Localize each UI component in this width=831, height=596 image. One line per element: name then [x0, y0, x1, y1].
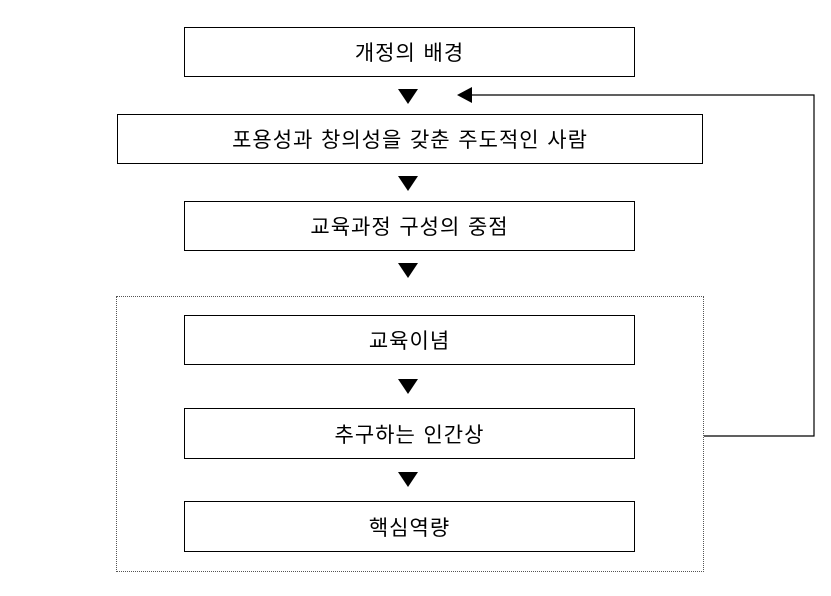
box-philosophy: 교육이념	[184, 315, 635, 365]
feedback-line	[472, 94, 815, 437]
down-arrow-4	[398, 379, 418, 394]
box-background: 개정의 배경	[184, 27, 635, 77]
down-arrow-1	[398, 89, 418, 104]
down-arrow-5	[398, 472, 418, 487]
down-arrow-3	[398, 263, 418, 278]
feedback-arrowhead-icon	[457, 87, 472, 103]
box-ideal-person: 포용성과 창의성을 갖춘 주도적인 사람	[117, 114, 703, 164]
box-human-image: 추구하는 인간상	[184, 408, 635, 459]
down-arrow-2	[398, 176, 418, 191]
box-competencies: 핵심역량	[184, 501, 635, 552]
box-focus: 교육과정 구성의 중점	[184, 201, 635, 251]
dotted-group	[116, 296, 704, 572]
